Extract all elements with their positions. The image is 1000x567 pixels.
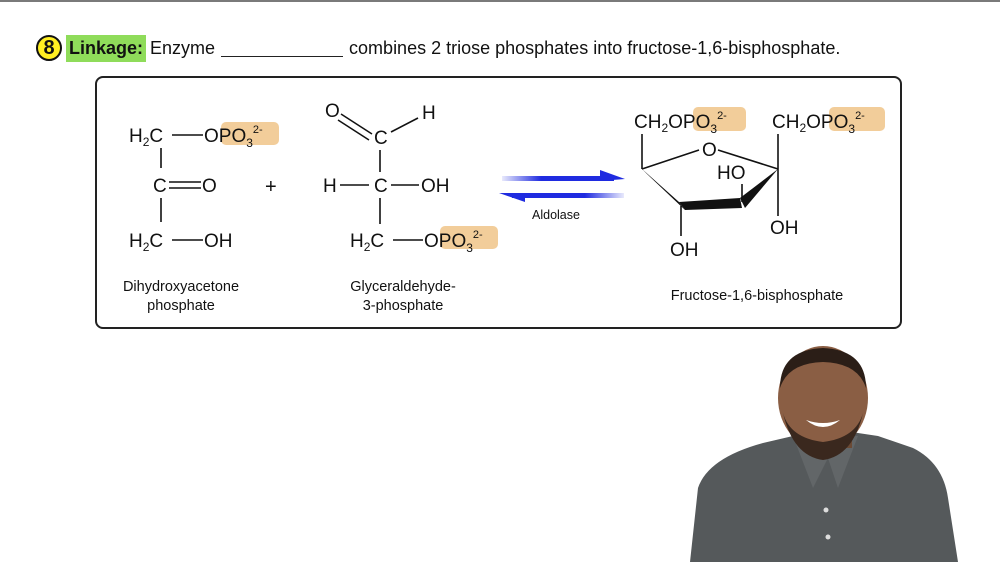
svg-text:H: H xyxy=(323,176,337,197)
svg-text:O: O xyxy=(202,176,217,197)
svg-text:O: O xyxy=(325,101,340,122)
instructor-video xyxy=(668,338,1000,562)
instructor-avatar xyxy=(690,346,958,562)
top-border xyxy=(0,0,1000,2)
heading-text-before: Enzyme xyxy=(150,37,216,58)
svg-text:CH2OPO32-: CH2OPO32- xyxy=(772,110,865,136)
svg-text:H2C: H2C xyxy=(129,231,163,254)
dhap-label-line1: Dihydroxyacetone xyxy=(122,279,240,295)
dhap-structure: H2C OPO32- C O H2C OH xyxy=(129,122,279,254)
fill-in-blank xyxy=(221,40,344,57)
svg-text:OH: OH xyxy=(204,231,233,252)
svg-text:HO: HO xyxy=(717,163,746,184)
reaction-diagram: H2C OPO32- C O H2C OH + O C H H C xyxy=(129,101,885,261)
svg-text:H: H xyxy=(422,103,436,124)
dhap-label-line2: phosphate xyxy=(147,298,215,314)
equilibrium-arrows: Aldolase xyxy=(499,170,625,222)
f16bp-label: Fructose-1,6-bisphosphate xyxy=(670,288,844,304)
dhap-label: Dihydroxyacetone phosphate xyxy=(115,278,247,316)
svg-text:CH2OPO32-: CH2OPO32- xyxy=(634,110,727,136)
svg-text:C: C xyxy=(153,176,167,197)
svg-text:OH: OH xyxy=(421,176,450,197)
g3p-label-line2: 3-phosphate xyxy=(362,298,444,314)
svg-text:OH: OH xyxy=(670,240,699,261)
question-heading: 8 Linkage: Enzyme combines 2 triose phos… xyxy=(36,33,840,63)
reaction-panel: H2C OPO32- C O H2C OH + O C H H C xyxy=(95,76,902,329)
svg-text:C: C xyxy=(374,128,388,149)
fructose-bisphosphate-structure: CH2OPO32- CH2OPO32- O HO OH OH xyxy=(634,107,885,261)
svg-text:H2C: H2C xyxy=(129,126,163,149)
plus-sign: + xyxy=(265,176,277,198)
g3p-label-line1: Glyceraldehyde- xyxy=(350,279,456,295)
svg-text:O: O xyxy=(702,140,717,161)
question-number-badge: 8 xyxy=(36,35,62,61)
g3p-structure: O C H H C OH H2C OPO32- xyxy=(323,101,498,255)
heading-text-after: combines 2 triose phosphates into fructo… xyxy=(349,37,841,58)
svg-text:H2C: H2C xyxy=(350,231,384,254)
svg-text:C: C xyxy=(374,176,388,197)
svg-text:OH: OH xyxy=(770,218,799,239)
enzyme-label: Aldolase xyxy=(532,208,580,222)
linkage-tag: Linkage: xyxy=(66,34,147,62)
g3p-label: Glyceraldehyde- 3-phosphate xyxy=(333,278,473,316)
